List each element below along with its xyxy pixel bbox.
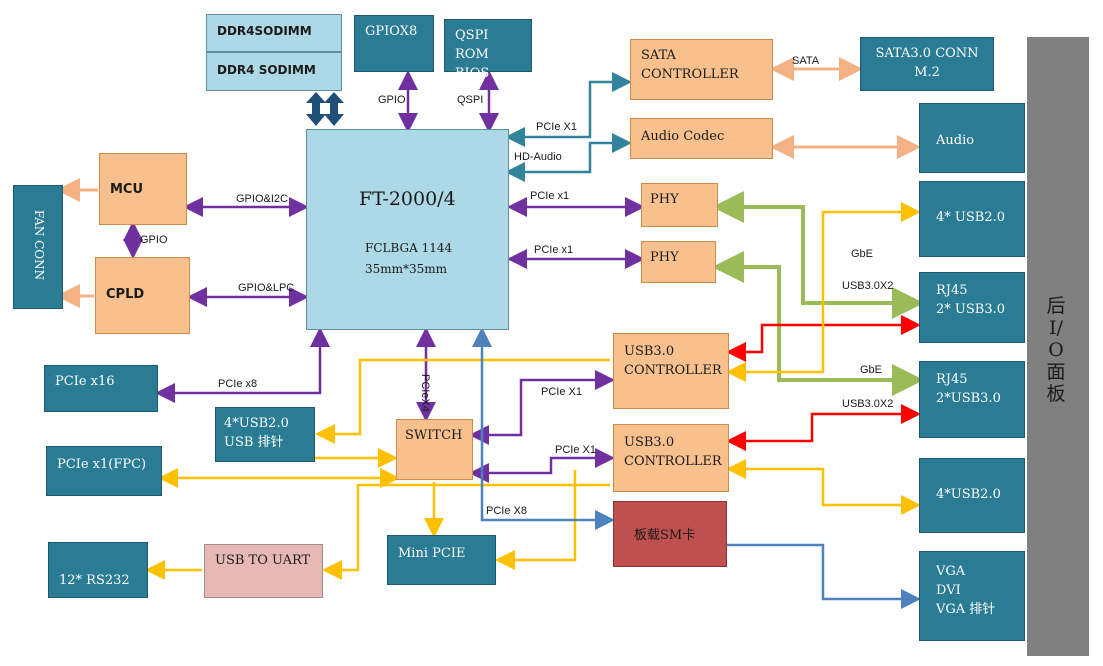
label-pcie-x1-phy1: PCIe x1 <box>530 190 570 202</box>
label-pcie-x1-usb3-1: PCIe X1 <box>541 386 582 398</box>
label-hd-audio: HD-Audio <box>514 151 562 163</box>
pcie-x1-fpc-block: PCIe x1(FPC) <box>46 446 162 496</box>
usb3-controller-2-line1: USB3.0 <box>624 435 675 450</box>
video-block: VGA DVI VGA 排针 <box>919 551 1025 641</box>
label-qspi: QSPI <box>457 94 484 106</box>
cpu-name: FT-2000/4 <box>359 188 456 210</box>
usb20-top-block: 4* USB2.0 <box>919 181 1025 257</box>
sata-controller-line2: CONTROLLER <box>641 67 739 82</box>
sata-conn-line2: M.2 <box>914 65 940 80</box>
label-pcie-x8-sm: PCIe X8 <box>486 505 527 517</box>
cpu-ft2000-block: FT-2000/4 FCLBGA 1144 35mm*35mm <box>306 129 509 330</box>
link-cpu-pcie16 <box>155 327 330 403</box>
label-gpio-top: GPIO <box>378 94 406 106</box>
rj45-2-line2: 2*USB3.0 <box>936 391 1001 406</box>
link-usb3-1-usb20 <box>726 202 921 382</box>
rear-io-panel-label: 后I/O面板 <box>1046 295 1066 405</box>
rear-io-panel: 后I/O面板 <box>1027 37 1089 656</box>
label-sata: SATA <box>792 55 820 67</box>
label-gpio-i2c: GPIO&I2C <box>236 193 288 205</box>
label-pcie-x8-left: PCIe x8 <box>218 378 258 390</box>
audio-out-block: Audio <box>919 103 1025 173</box>
audio-codec-block: Audio Codec <box>630 118 773 159</box>
video-line2: DVI <box>936 583 961 598</box>
ddr-bus-arrows <box>306 92 344 126</box>
mini-pcie-block: Mini PCIE <box>387 535 496 585</box>
label-pcie-x1-sata: PCIe X1 <box>536 121 577 133</box>
phy-1-block: PHY <box>641 183 718 227</box>
switch-block: SWITCH <box>396 419 473 480</box>
sata-conn-block: SATA3.0 CONN M.2 <box>860 37 994 91</box>
usb-header-block: 4*USB2.0 USB 排针 <box>215 407 315 462</box>
rj45-2-block: RJ45 2*USB3.0 <box>919 361 1025 438</box>
label-pcie-x1-usb3-2: PCIe X1 <box>555 444 596 456</box>
link-cpu-smcard <box>472 327 615 530</box>
qspi-rom-line2: BIOS <box>455 66 490 81</box>
usb-to-uart-block: USB TO UART <box>204 544 323 598</box>
mcu-block: MCU <box>99 153 187 225</box>
usb3-controller-1-line2: CONTROLLER <box>624 363 722 378</box>
fan-conn-block: FAN CONN <box>13 185 63 309</box>
label-usb30x2-2: USB3.0X2 <box>842 398 894 410</box>
label-gbe-2: GbE <box>860 364 883 376</box>
pcie-x16-block: PCIe x16 <box>44 365 158 412</box>
link-cpu-audio <box>505 133 632 182</box>
cpu-size: 35mm*35mm <box>365 262 448 276</box>
qspi-rom-line1: QSPI ROM <box>455 28 489 62</box>
rj45-1-line1: RJ45 <box>936 283 968 298</box>
link-usb3-2-usb20 <box>726 459 921 515</box>
qspi-rom-block: QSPI ROM BIOS <box>444 19 532 81</box>
sata-conn-line1: SATA3.0 CONN <box>875 46 979 61</box>
usb-header-line2: USB 排针 <box>224 435 284 450</box>
sata-controller-block: SATA CONTROLLER <box>630 39 773 100</box>
gpiox8-block: GPIOX8 <box>354 15 434 72</box>
usb3-controller-1-block: USB3.0 CONTROLLER <box>613 333 729 409</box>
rj45-1-block: RJ45 2* USB3.0 <box>919 272 1025 343</box>
usb20-bottom-block: 4*USB2.0 <box>919 458 1025 533</box>
label-gbe-1: GbE <box>851 248 874 260</box>
usb3-controller-2-block: USB3.0 CONTROLLER <box>613 424 729 492</box>
rs232-block: 12* RS232 <box>48 542 148 598</box>
label-gpio-lpc: GPIO&LPC <box>238 282 295 294</box>
phy-2-block: PHY <box>641 241 716 283</box>
video-line3: VGA 排针 <box>936 602 996 617</box>
cpld-block: CPLD <box>95 257 190 334</box>
cpu-package: FCLBGA 1144 <box>365 241 453 255</box>
ddr4-sodimm-a: DDR4SODIMM <box>206 14 342 52</box>
rj45-1-line2: 2* USB3.0 <box>936 302 1005 317</box>
usb-header-line1: 4*USB2.0 <box>224 416 289 431</box>
label-pcie-x1-phy2: PCIe x1 <box>534 244 574 256</box>
link-smcard-video <box>727 543 921 609</box>
link-switch-usb3-2 <box>469 448 615 483</box>
rj45-2-line1: RJ45 <box>936 372 968 387</box>
usb3-controller-1-line1: USB3.0 <box>624 344 675 359</box>
link-usb3-2-rj45 <box>726 404 921 451</box>
label-gpio-mid: GPIO <box>140 234 168 246</box>
ddr4-sodimm-b: DDR4 SODIMM <box>206 52 342 91</box>
sm-card-block: 板载SM卡 <box>613 501 727 567</box>
sata-controller-line1: SATA <box>641 48 676 63</box>
label-usb30x2-1: USB3.0X2 <box>842 280 894 292</box>
fan-conn-label: FAN CONN <box>32 209 46 281</box>
label-pcie-x4: PCIeX4 <box>419 374 431 412</box>
video-line1: VGA <box>936 564 966 579</box>
usb3-controller-2-line2: CONTROLLER <box>624 454 722 469</box>
